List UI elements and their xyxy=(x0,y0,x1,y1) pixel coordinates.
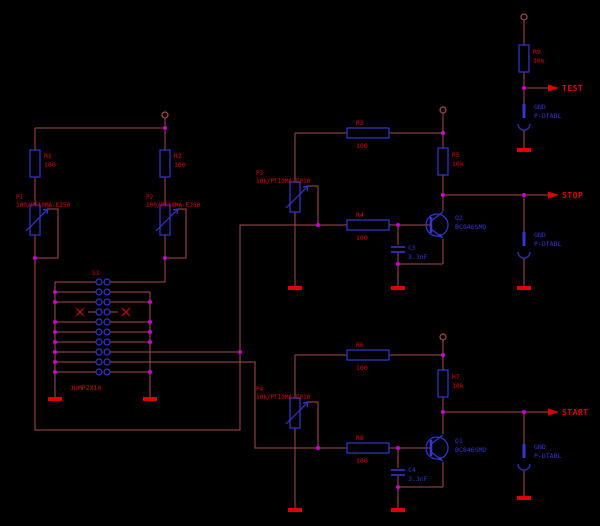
p4-name-label: P4 xyxy=(256,386,264,393)
terminal-name-label: GND xyxy=(534,231,546,239)
net-arrow-icon xyxy=(548,408,559,416)
p3-value-label: 10k/PT10MA-E010 xyxy=(256,178,311,185)
resistor-r5: R5 10k xyxy=(437,147,464,176)
terminal-value-label: P-DTABL xyxy=(534,240,561,248)
q1-value-label: BC846SMD xyxy=(455,446,486,454)
supply-pin-icon xyxy=(520,13,528,21)
capacitor-c3: C3 3.3nF xyxy=(391,244,428,261)
junction-dots xyxy=(33,86,526,489)
r6-value-label: 100 xyxy=(356,364,368,372)
terminal-gnd-middle: GND P-DTABL xyxy=(517,231,561,259)
r8-value-label: 100 xyxy=(356,457,368,465)
p4-value-label: 10k/PT10MA-E010 xyxy=(256,394,311,401)
net-stop-label: STOP xyxy=(562,191,583,200)
resistor-r3: R3 100 xyxy=(346,119,390,150)
ground-icon xyxy=(288,286,302,290)
r4-value-label: 100 xyxy=(356,234,368,242)
transistor-q1: Q1 BC846SMD xyxy=(425,434,486,462)
resistor-r7: R7 10k xyxy=(437,369,464,398)
p1-name-label: P1 xyxy=(16,194,24,201)
ground-icon xyxy=(48,397,62,401)
r4-name-label: R4 xyxy=(356,211,364,219)
resistor-r2: R2 100 xyxy=(159,149,186,178)
supply-pin-icon xyxy=(439,106,447,114)
connector-header: S1 JUMP2X10 xyxy=(70,269,131,392)
net-flag-test: TEST xyxy=(548,84,583,93)
ground-icon xyxy=(517,286,531,290)
terminal-name-label: GND xyxy=(534,103,546,111)
trimmer-p3: P3 10k/PT10MA-E010 xyxy=(256,170,311,213)
net-flag-stop: STOP xyxy=(548,191,583,200)
q2-value-label: BC846SMD xyxy=(455,223,486,231)
p2-value-label: 100/PT10MA-E250 xyxy=(146,202,201,209)
trimmer-p1: P1 100/PT10MA-E250 xyxy=(16,194,71,236)
resistor-r9: R9 10k xyxy=(518,44,545,73)
supply-pin-icon xyxy=(439,333,447,341)
trimmer-p2: P2 100/PT10MA-E250 xyxy=(146,194,201,236)
r2-name-label: R2 xyxy=(174,152,182,160)
r6-name-label: R6 xyxy=(356,341,364,349)
q2-name-label: Q2 xyxy=(455,214,463,222)
ground-icon xyxy=(517,496,531,500)
r2-value-label: 100 xyxy=(174,161,186,169)
net-test-label: TEST xyxy=(562,84,583,93)
resistor-r4: R4 100 xyxy=(346,211,390,242)
r7-value-label: 10k xyxy=(452,382,464,390)
c4-name-label: C4 xyxy=(408,466,416,474)
connector-pins xyxy=(95,278,111,376)
net-arrow-icon xyxy=(548,191,559,199)
p2-name-label: P2 xyxy=(146,194,154,201)
terminal-gnd-top: GND P-DTABL xyxy=(517,103,561,131)
supply-pins xyxy=(161,13,528,341)
wires xyxy=(34,20,548,508)
ground-icon xyxy=(517,148,531,152)
r3-name-label: R3 xyxy=(356,119,364,127)
resistor-r6: R6 100 xyxy=(346,341,390,372)
terminal-gnd-bottom: GND P-DTABL xyxy=(517,443,561,471)
r1-value-label: 100 xyxy=(44,161,56,169)
capacitor-c4: C4 3.3nF xyxy=(391,466,428,483)
resistor-r8: R8 100 xyxy=(346,434,390,465)
p3-name-label: P3 xyxy=(256,170,264,177)
ground-symbols xyxy=(48,148,531,512)
net-flag-start: START xyxy=(548,408,589,417)
resistor-r1: R1 100 xyxy=(29,149,56,178)
no-connect-marks xyxy=(75,307,131,317)
r1-name-label: R1 xyxy=(44,152,52,160)
ground-icon xyxy=(391,508,405,512)
terminal-value-label: P-DTABL xyxy=(534,452,561,460)
r8-name-label: R8 xyxy=(356,434,364,442)
trimmer-p4: P4 10k/PT10MA-E010 xyxy=(256,386,311,429)
r9-value-label: 10k xyxy=(533,57,545,65)
ground-icon xyxy=(143,397,157,401)
supply-pin-icon xyxy=(161,111,169,119)
c3-value-label: 3.3nF xyxy=(408,253,428,261)
q1-name-label: Q1 xyxy=(455,437,463,445)
c4-value-label: 3.3nF xyxy=(408,475,428,483)
ground-icon xyxy=(288,508,302,512)
p1-value-label: 100/PT10MA-E250 xyxy=(16,202,71,209)
r9-name-label: R9 xyxy=(533,48,541,56)
connector-value-label: JUMP2X10 xyxy=(70,384,101,392)
transistor-q2: Q2 BC846SMD xyxy=(425,211,486,239)
net-start-label: START xyxy=(562,408,589,417)
r7-name-label: R7 xyxy=(452,373,460,381)
net-arrow-icon xyxy=(548,84,559,92)
terminal-value-label: P-DTABL xyxy=(534,112,561,120)
r3-value-label: 100 xyxy=(356,142,368,150)
r5-name-label: R5 xyxy=(452,151,460,159)
terminal-name-label: GND xyxy=(534,443,546,451)
r5-value-label: 10k xyxy=(452,160,464,168)
connector-name-label: S1 xyxy=(92,269,100,277)
ground-icon xyxy=(391,286,405,290)
c3-name-label: C3 xyxy=(408,244,416,252)
